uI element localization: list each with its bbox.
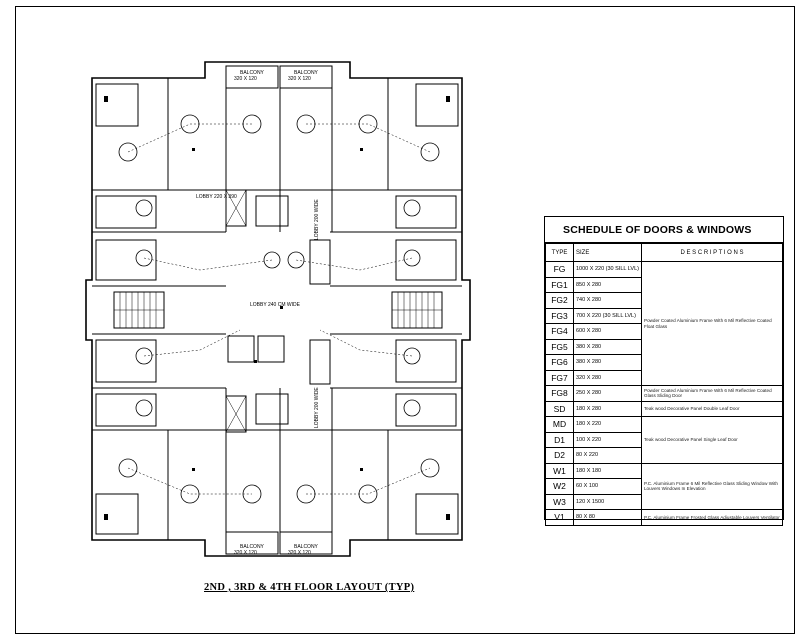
balcony-label-bottom-right: BALCONY [294,544,319,550]
schedule-description-cell: Teak wood Decorative Panel Single Leaf D… [641,416,783,464]
schedule-header-row: TYPE SIZE D E S C R I P T I O N S [545,243,783,262]
balcony-label-top-right: BALCONY [294,70,319,76]
schedule-size-cell: 250 X 280 [573,385,642,402]
drawing-border [15,6,795,634]
header-type: TYPE [545,243,574,262]
schedule-type-cell: SD [545,400,574,417]
balcony-label-top-left: BALCONY [240,70,265,76]
schedule-type-cell: W3 [545,493,574,510]
schedule-type-cell: W2 [545,478,574,495]
schedule-type-cell: FG7 [545,369,574,386]
schedule-size-cell: 80 X 220 [573,447,642,464]
schedule-size-cell: 600 X 280 [573,323,642,340]
balcony-size-top-left: 320 X 120 [234,76,257,82]
lobby-side-label-bottom: LOBBY 200 WIDE [314,387,320,428]
schedule-size-cell: 740 X 280 [573,292,642,309]
schedule-size-cell: 80 X 80 [573,509,642,526]
schedule-type-cell: MD [545,416,574,433]
balcony-size-bottom-left: 320 X 120 [234,550,257,556]
schedule-size-cell: 700 X 220 (30 SILL LVL) [573,307,642,324]
door-window-schedule: SCHEDULE OF DOORS & WINDOWS TYPE SIZE D … [544,216,784,526]
schedule-size-cell: 850 X 280 [573,276,642,293]
schedule-type-cell: FG3 [545,307,574,324]
schedule-type-cell: FG1 [545,276,574,293]
schedule-description-cell: Powder Coated Aluminium Frame With 6 Mil… [641,261,783,386]
schedule-description-cell: P.C. Aluminium Frame Frosted Glass Adjus… [641,509,783,526]
schedule-description-cell: Powder Coated Aluminium Frame With 6 Mil… [641,385,783,402]
lobby-top-label: LOBBY 220 X 390 [196,194,237,200]
schedule-type-cell: FG6 [545,354,574,371]
balcony-label-bottom-left: BALCONY [240,544,265,550]
schedule-type-cell: W1 [545,462,574,479]
schedule-type-cell: FG [545,261,574,278]
schedule-size-cell: 180 X 280 [573,400,642,417]
schedule-size-cell: 1000 X 220 (30 SILL LVL) [573,261,642,278]
schedule-type-cell: FG5 [545,338,574,355]
schedule-size-cell: 380 X 280 [573,338,642,355]
schedule-type-cell: FG2 [545,292,574,309]
schedule-description-cell: Teak wood Decorative Panel Double Leaf D… [641,400,783,417]
schedule-type-cell: V1 [545,509,574,526]
header-descriptions: D E S C R I P T I O N S [641,243,783,262]
schedule-title: SCHEDULE OF DOORS & WINDOWS [545,217,783,243]
balcony-size-bottom-right: 320 X 120 [288,550,311,556]
schedule-size-cell: 100 X 220 [573,431,642,448]
schedule-type-cell: FG8 [545,385,574,402]
schedule-type-cell: FG4 [545,323,574,340]
lobby-center-label: LOBBY 240 CM WIDE [250,302,301,308]
balcony-size-top-right: 320 X 120 [288,76,311,82]
schedule-description-cell: P.C. Aluminium Frame 6 Mil Reflective Gl… [641,462,783,510]
schedule-size-cell: 380 X 280 [573,354,642,371]
header-size: SIZE [573,243,642,262]
schedule-size-cell: 320 X 280 [573,369,642,386]
schedule-type-cell: D2 [545,447,574,464]
schedule-size-cell: 60 X 100 [573,478,642,495]
schedule-size-cell: 180 X 180 [573,462,642,479]
drawing-caption: 2ND , 3RD & 4TH FLOOR LAYOUT (TYP) [204,582,415,593]
lobby-side-label-top: LOBBY 200 WIDE [314,199,320,240]
schedule-size-cell: 180 X 220 [573,416,642,433]
schedule-type-cell: D1 [545,431,574,448]
schedule-size-cell: 120 X 1500 [573,493,642,510]
